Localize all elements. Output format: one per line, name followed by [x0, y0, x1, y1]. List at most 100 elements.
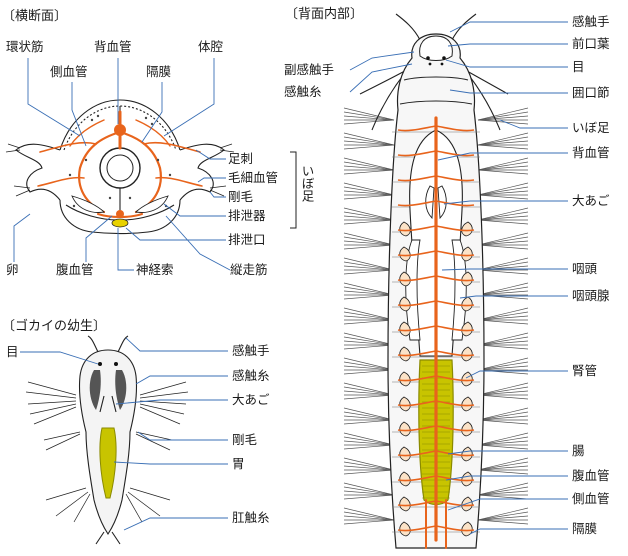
chaeta-left — [343, 169, 395, 175]
chaeta-right — [477, 257, 529, 271]
chaeta-right — [477, 169, 529, 175]
chaeta-right — [477, 457, 529, 471]
larva-chaetae — [25, 381, 189, 523]
nephridium-left — [399, 271, 411, 287]
chaeta-left — [343, 494, 395, 500]
circular-muscle-layer — [63, 105, 177, 151]
chaeta-left — [343, 332, 395, 346]
cs-label-egg: 卵 — [6, 262, 19, 277]
vessel-branch-left — [397, 450, 437, 457]
vessel-branch-right — [435, 125, 475, 132]
vessel-branch-left — [397, 150, 437, 157]
chaeta-left — [343, 511, 395, 521]
chaeta-right — [477, 361, 529, 371]
chaeta-left — [343, 240, 395, 246]
dv-label-septum: 隔膜 — [572, 521, 597, 536]
vessel-branch-right — [435, 175, 475, 182]
chaeta-right — [477, 315, 529, 321]
vessel-branch-left — [397, 125, 437, 132]
dv-tentacle-left — [395, 13, 421, 41]
larva-panel: 〔ゴカイの幼生〕 — [2, 318, 270, 545]
vessel-branch-left — [397, 375, 437, 382]
chaeta-right — [477, 215, 529, 221]
chaeta-left — [343, 415, 395, 421]
longitudinal-muscle-right — [121, 204, 175, 221]
nephridium-right — [461, 346, 473, 362]
capillary-right-dorsal — [135, 119, 171, 147]
chaeta-left — [343, 457, 395, 471]
vessel-branch-left — [397, 350, 437, 357]
larva-label-chaeta: 剛毛 — [232, 432, 258, 447]
capillary-left-upper — [39, 141, 97, 153]
nephridium-right — [461, 221, 473, 237]
chaeta-right — [477, 165, 529, 171]
body-wall-dorsal — [59, 99, 181, 151]
dv-label-ventral-vessel: 腹血管 — [572, 468, 610, 483]
chaeta-right — [477, 507, 529, 521]
dv-label-tentacle: 感触手 — [572, 14, 610, 29]
chaeta-left — [343, 432, 395, 446]
chaeta-right — [477, 269, 529, 275]
chaeta-right — [477, 319, 529, 325]
chaeta-left — [343, 515, 395, 521]
chaeta-left — [343, 244, 395, 250]
dv-peristomium-line-2 — [399, 100, 473, 105]
chaeta-left — [343, 161, 395, 171]
chaeta-left — [343, 357, 395, 371]
chaeta-right — [477, 419, 529, 425]
chaeta-left — [343, 290, 395, 296]
larva-tentacle-right — [117, 335, 129, 353]
chaeta-right — [477, 436, 529, 446]
cs-label-excretory-pore: 排泄口 — [228, 232, 266, 247]
chaeta-left — [343, 190, 395, 196]
chaeta-left — [343, 461, 395, 471]
nephridium-right — [461, 271, 473, 287]
vessel-branch-right — [435, 275, 475, 282]
capillary-left-dorsal — [69, 119, 105, 147]
chaeta-left — [343, 340, 395, 346]
chaeta-left — [343, 269, 395, 275]
chaeta-left — [343, 286, 395, 296]
chaeta-left — [343, 215, 395, 221]
vessel-branch-left — [397, 275, 437, 282]
vessel-branch-left — [397, 425, 437, 432]
dv-label-pharynx: 咽頭 — [572, 261, 598, 276]
vessel-branch-right — [435, 475, 475, 482]
chaeta-right — [477, 232, 529, 246]
chaeta-right — [477, 240, 529, 246]
cross-section-panel: 〔横断面〕 — [2, 9, 315, 277]
vessel-branch-right — [435, 350, 475, 357]
chaeta-right — [477, 486, 529, 496]
dorsal-chaetae — [343, 107, 529, 525]
cross-section-drawing — [5, 99, 235, 235]
dv-label-prostomium: 前口葉 — [572, 36, 610, 51]
left-parapodium-outline — [15, 143, 61, 201]
chaeta-left — [343, 507, 395, 521]
larva-tentacle-left — [87, 335, 99, 353]
cs-label-capillary: 毛細血管 — [228, 170, 278, 185]
chaeta-right — [477, 394, 529, 400]
chaeta-left — [343, 132, 395, 146]
chaeta-left — [343, 194, 395, 200]
nerve-cord — [111, 218, 129, 228]
excretory-organ-left — [71, 195, 105, 213]
vessel-branch-right — [435, 525, 475, 532]
chaeta-left — [343, 382, 395, 396]
chaeta-right — [477, 244, 529, 250]
dv-label-pharyngeal-gland: 咽頭腺 — [572, 288, 610, 303]
chaeta-left — [343, 407, 395, 421]
vessel-branch-right — [435, 150, 475, 157]
larva-label-jaw: 大あご — [232, 392, 270, 407]
chaeta-right — [477, 286, 529, 296]
chaeta-left — [343, 140, 395, 146]
right-parapodium-outline — [179, 143, 225, 201]
nephridium-left — [399, 471, 411, 487]
chaeta-right — [477, 482, 529, 496]
dv-eyes — [426, 56, 446, 66]
nephridium-left — [399, 221, 411, 237]
dv-prostomium — [419, 35, 453, 61]
dv-label-intestine: 腸 — [572, 443, 585, 458]
dv-label-tentacular-cirrus: 感触糸 — [284, 84, 322, 99]
chaeta-right — [477, 390, 529, 396]
